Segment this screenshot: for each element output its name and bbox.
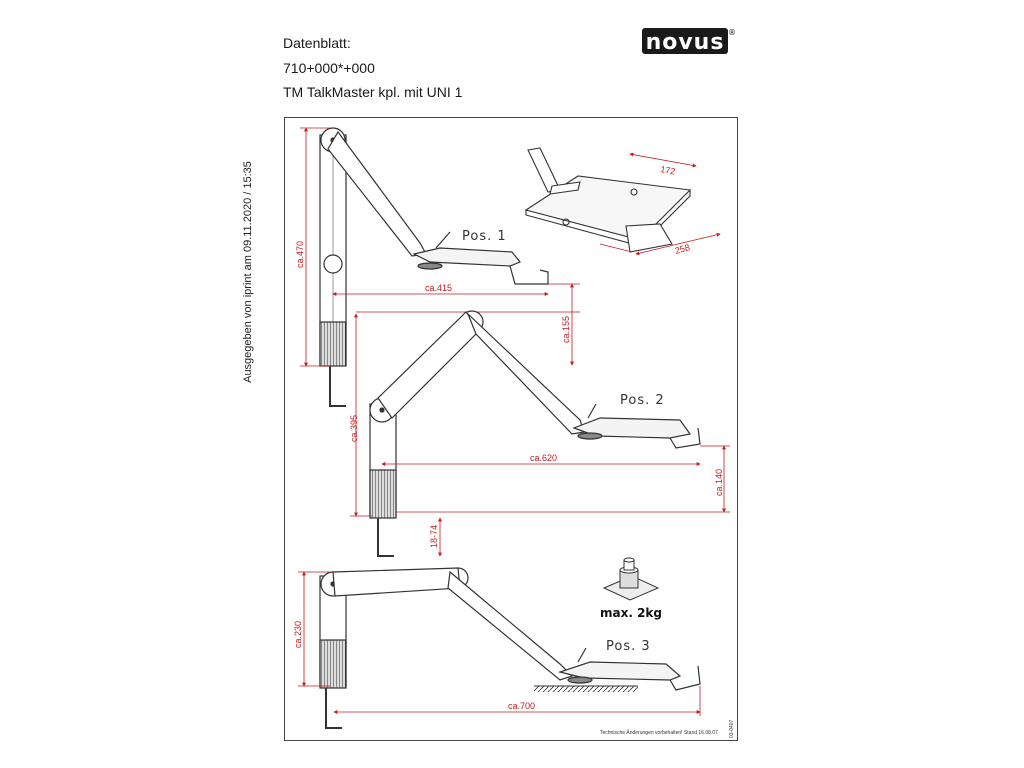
dim-18-74: 18-74 (429, 525, 439, 548)
grip-3 (319, 639, 347, 689)
dimensions-pos-3 (298, 571, 701, 716)
dim-470: ca.470 (295, 241, 305, 268)
clamp-2 (377, 518, 394, 557)
desk-surface (534, 686, 638, 692)
logo-registered-mark: ® (728, 28, 736, 37)
arm-position-2 (369, 310, 701, 557)
dimensions-pos-2 (350, 313, 730, 557)
drawing-frame (284, 117, 738, 741)
dim-155: ca.155 (561, 316, 571, 343)
dim-172: 172 (660, 164, 677, 176)
product-title: TM TalkMaster kpl. mit UNI 1 (283, 84, 463, 100)
datasheet-label: Datenblatt: (283, 35, 351, 51)
novus-logo: novus ® (642, 28, 736, 55)
arm-3-upper (332, 567, 461, 597)
joint-1-mid (323, 254, 343, 274)
dim-620: ca.620 (530, 453, 557, 463)
grip-2 (369, 469, 397, 519)
pos-2-label: Pos. 2 (620, 393, 665, 408)
dim-230: ca.230 (293, 621, 303, 648)
dimensions-tray (599, 152, 721, 256)
dim-700: ca.700 (508, 701, 535, 711)
arm-2-upper (467, 313, 585, 435)
clamp-3 (325, 688, 342, 729)
dim-140: ca.140 (714, 469, 724, 496)
dim-415: ca.415 (425, 283, 452, 293)
dim-395: ca.395 (349, 415, 359, 442)
pos-3-label: Pos. 3 (606, 639, 651, 654)
uni-tray-detail (524, 147, 692, 253)
article-number: 710+000*+000 (283, 60, 375, 76)
logo-text: novus (646, 30, 725, 55)
arm-position-3 (319, 567, 701, 729)
clamp-1 (329, 366, 346, 407)
arm-position-1 (319, 127, 549, 407)
max-load-label: max. 2kg (600, 606, 662, 620)
arm-3-lower (447, 570, 574, 681)
document-code: 03-0407 (729, 719, 735, 738)
technical-changes-note: Technische Änderungen vorbehalten! Stand… (600, 729, 718, 736)
arm-2-lower (377, 311, 481, 419)
max-load-icon (602, 557, 660, 601)
pos-1-label: Pos. 1 (462, 229, 507, 244)
tray-1 (412, 247, 521, 267)
dim-258: 258 (674, 242, 691, 256)
grip-1 (319, 321, 347, 367)
